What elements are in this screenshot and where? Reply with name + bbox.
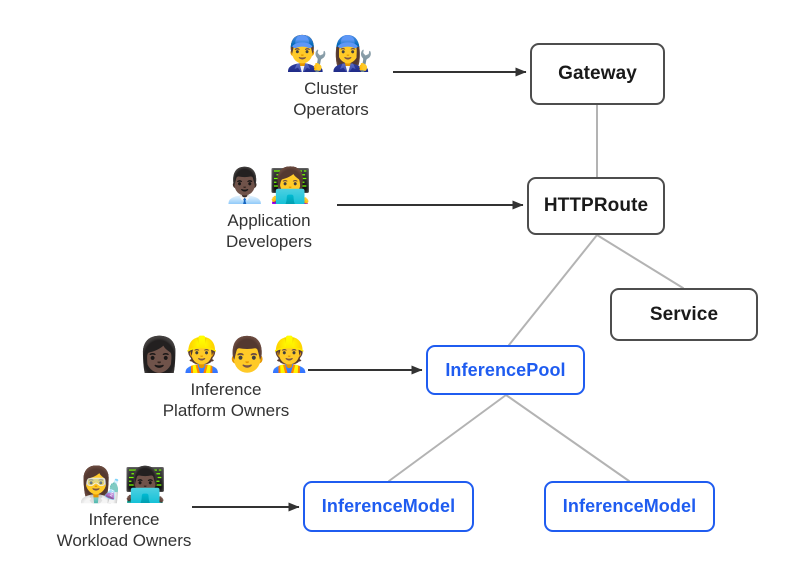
node-label: HTTPRoute	[543, 195, 649, 216]
actor-label-line2: Developers	[226, 232, 312, 251]
node-inferencemodel2[interactable]: InferenceModel	[544, 481, 715, 532]
node-label: InferenceModel	[562, 496, 697, 516]
actor-label-line1: Application	[227, 211, 311, 230]
node-label: Gateway	[558, 63, 637, 84]
man-mechanic-icon: 👨‍🔧👩‍🔧	[285, 35, 377, 73]
node-label: Service	[649, 303, 719, 325]
actor-label-line2: Operators	[293, 100, 369, 119]
edge-inferencepool-to-inferencemodel2	[505, 394, 630, 482]
actor-label-line2: Platform Owners	[162, 401, 290, 420]
actor-arrow-group	[192, 67, 527, 512]
actor-label-line2: Workload Owners	[56, 531, 192, 550]
man-office-worker-icon: 👨🏿‍💼👩‍💻	[223, 167, 315, 205]
woman-scientist-icon: 👩‍🔬👨🏿‍💻	[78, 466, 170, 504]
node-inferencepool[interactable]: InferencePool	[426, 345, 585, 395]
actor-label-line1: Inference	[190, 380, 262, 399]
node-label: InferenceModel	[321, 496, 456, 516]
edge-inferencepool-to-inferencemodel1	[388, 394, 507, 482]
node-gateway[interactable]: Gateway	[530, 43, 665, 105]
node-service[interactable]: Service	[610, 288, 758, 341]
node-inferencemodel1[interactable]: InferenceModel	[303, 481, 474, 532]
actor-label-line1: Inference	[88, 510, 160, 529]
edge-httproute-to-service	[596, 234, 684, 289]
node-label: InferencePool	[445, 359, 566, 380]
woman-construction-worker-icon: 👩🏿‍👷👨‍👷	[138, 336, 314, 374]
actor-label-line1: Cluster	[304, 79, 358, 98]
edge-httproute-to-inferencepool	[508, 234, 598, 346]
node-httproute[interactable]: HTTPRoute	[527, 177, 665, 235]
